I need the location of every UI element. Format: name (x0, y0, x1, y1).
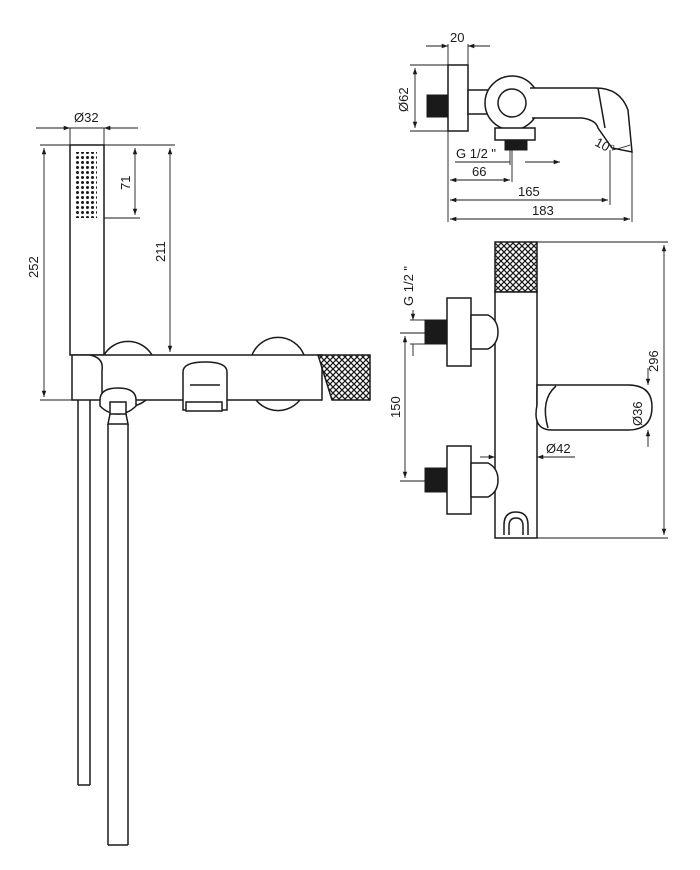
body-column (494, 291, 538, 539)
knurled-handle (316, 354, 371, 401)
dim-handshower-to-body: 211 (153, 241, 168, 262)
hose-cone (107, 413, 129, 425)
dim-wall-to-body: 66 (472, 164, 486, 179)
dim-total-depth: 183 (532, 203, 554, 218)
lower-eccentric (470, 462, 499, 498)
dim-plate-diameter: Ø62 (396, 87, 411, 112)
lower-inlet (424, 467, 448, 493)
thread-label-top: G 1/2 " (456, 146, 496, 161)
dim-handshower-head: 71 (118, 176, 133, 190)
upper-inlet (424, 319, 448, 345)
spout-front (182, 361, 228, 411)
dim-connection-spacing: 150 (388, 396, 403, 418)
dim-total-height-right: 296 (646, 350, 661, 372)
shower-spray-holes (75, 152, 97, 218)
dim-plate-thickness: 20 (450, 30, 464, 45)
upper-wall-plate (446, 297, 472, 367)
dim-body-diameter: Ø42 (546, 441, 571, 456)
thread-label-side: G 1/2 " (401, 266, 416, 306)
front-view-right: G 1/2 " 150 296 Ø36 Ø42 (388, 241, 668, 539)
spout-side (535, 384, 653, 431)
spout-outlet (185, 401, 223, 412)
knurled-cap (494, 241, 538, 293)
spout-profile (530, 87, 633, 153)
inlet-connector (426, 94, 449, 118)
hose-hook (503, 511, 529, 535)
lower-wall-plate (446, 445, 472, 515)
bottom-thread (504, 139, 528, 151)
dim-spout-diameter: Ø36 (630, 401, 645, 426)
upper-eccentric (470, 314, 499, 350)
dim-wall-to-spout: 165 (518, 184, 540, 199)
wall-plate (447, 64, 469, 132)
dim-total-height-left: 252 (26, 256, 41, 278)
holder-outline (89, 354, 103, 400)
dim-handshower-diameter: Ø32 (74, 110, 99, 125)
right-rosette-top (251, 336, 305, 356)
body-profile (484, 75, 540, 131)
hose-nut (109, 401, 127, 415)
left-rosette-top (103, 340, 153, 356)
front-view-left: Ø32 252 71 211 (26, 110, 371, 846)
bottom-nut (494, 127, 536, 141)
side-view-top: 20 Ø62 G 1/2 " 10° 66 165 183 (396, 30, 633, 222)
